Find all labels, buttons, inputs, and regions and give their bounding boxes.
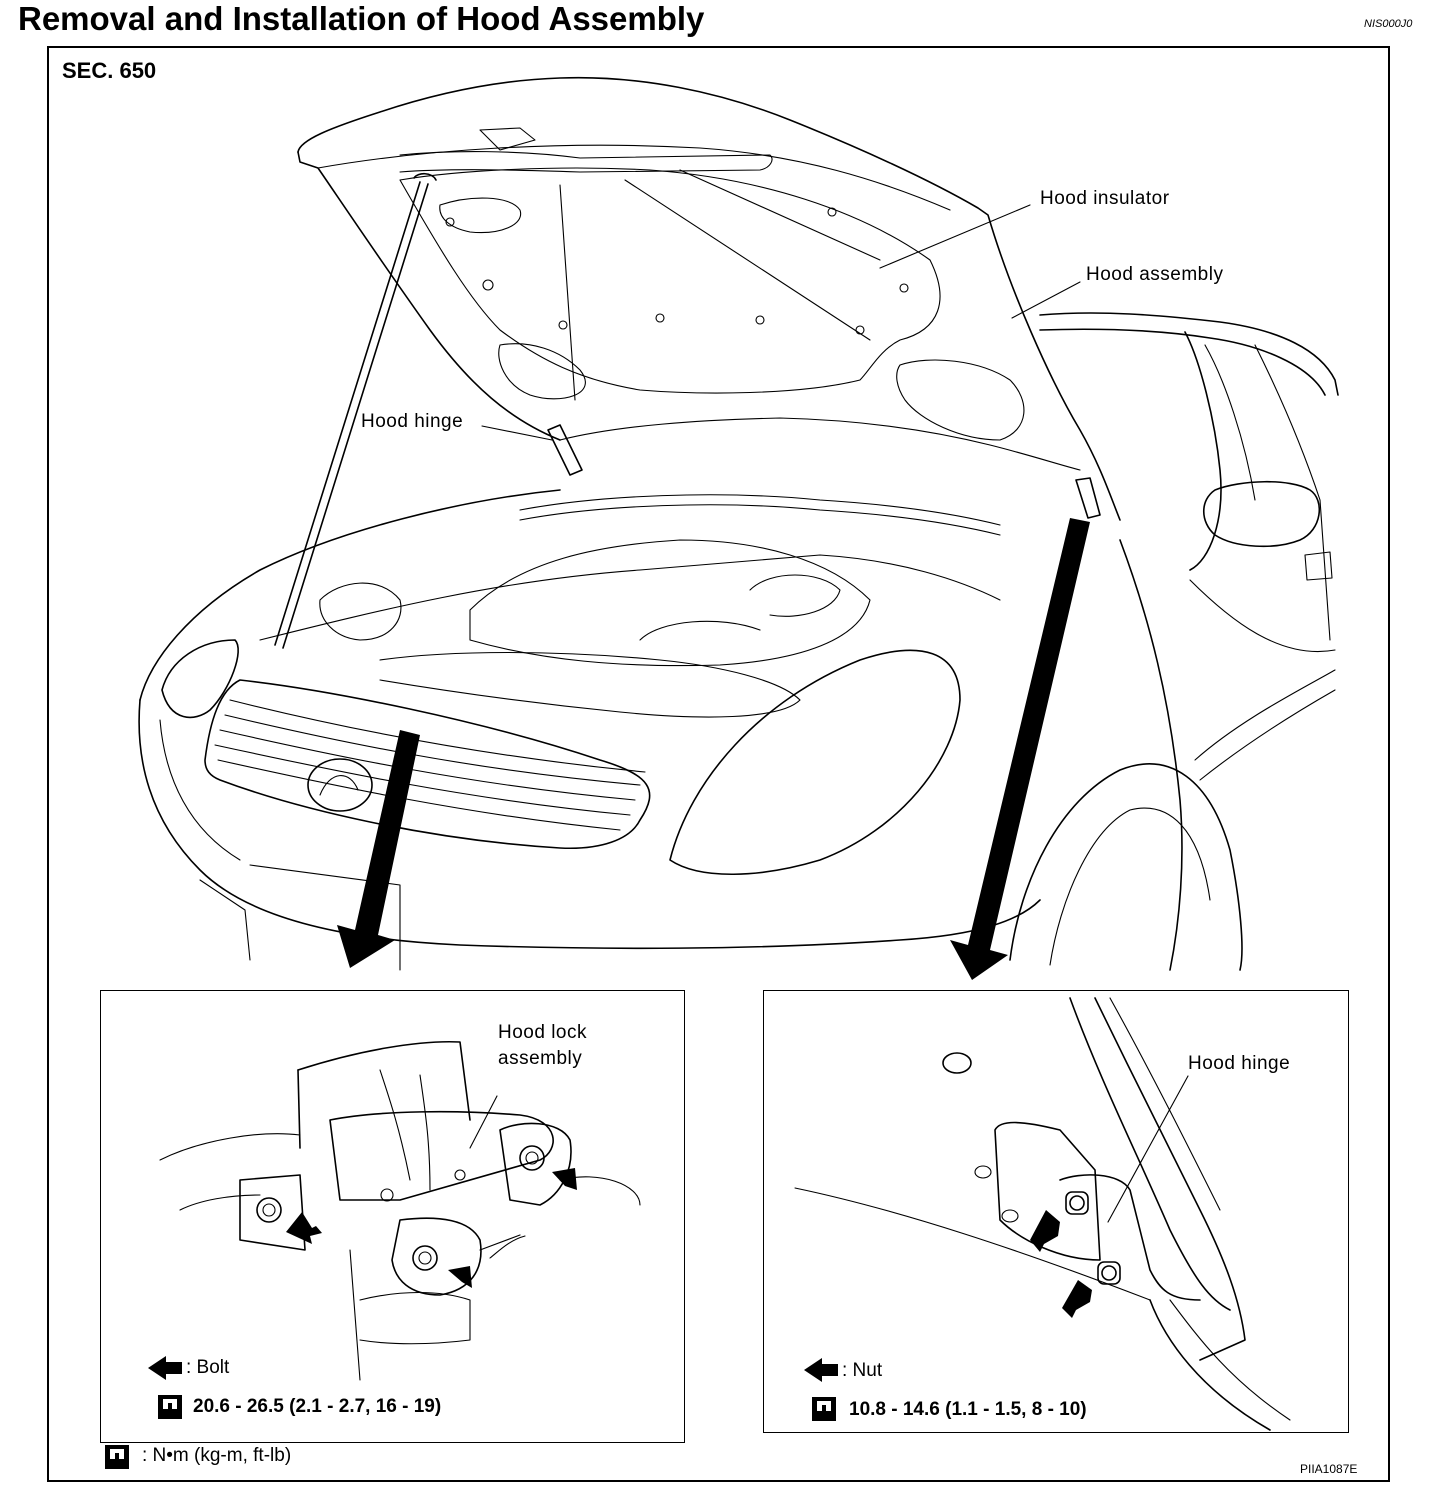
torque-wrench-icon <box>812 1397 836 1421</box>
figure-code: PIIA1087E <box>1300 1462 1358 1476</box>
nut-legend: : Nut <box>842 1360 883 1381</box>
hood-lock-label-line2: assembly <box>498 1048 583 1069</box>
torque-units-legend: : N•m (kg-m, ft-lb) <box>142 1445 292 1466</box>
page-title: Removal and Installation of Hood Assembl… <box>18 0 705 37</box>
torque-wrench-icon <box>158 1395 182 1419</box>
bolt-torque-spec: 20.6 - 26.5 (2.1 - 2.7, 16 - 19) <box>193 1396 442 1417</box>
torque-wrench-icon <box>105 1445 129 1469</box>
nut-torque-spec: 10.8 - 14.6 (1.1 - 1.5, 8 - 10) <box>849 1399 1087 1420</box>
section-reference: SEC. 650 <box>62 58 157 83</box>
figure-frame <box>47 46 1390 1482</box>
hood-assembly-label: Hood assembly <box>1086 264 1224 285</box>
hood-lock-detail <box>100 990 685 1443</box>
hood-lock-label-line1: Hood lock <box>498 1022 587 1043</box>
hood-hinge-detail-label: Hood hinge <box>1188 1053 1291 1074</box>
hood-insulator-label: Hood insulator <box>1040 188 1170 209</box>
hood-hinge-detail <box>763 990 1349 1433</box>
bolt-legend: : Bolt <box>186 1357 230 1378</box>
document-code: NIS000J0 <box>1364 18 1413 30</box>
hood-hinge-label: Hood hinge <box>361 411 464 432</box>
